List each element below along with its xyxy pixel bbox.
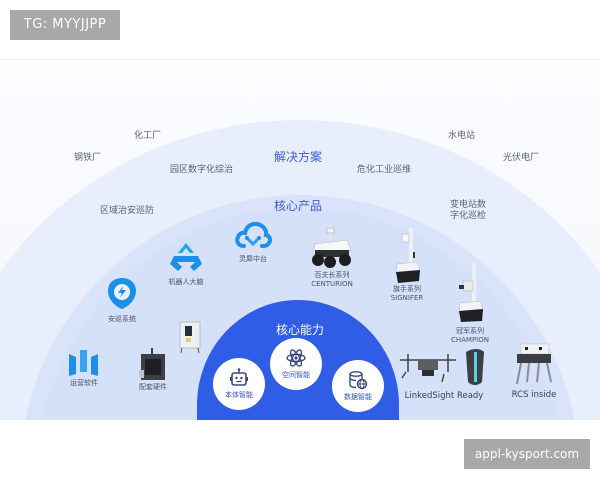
- product-robot-brain: 机器人大脑: [163, 240, 209, 287]
- product-label-en: CHAMPION: [450, 336, 489, 344]
- mast-robot-icon: [395, 228, 421, 283]
- product-label: RCS inside: [511, 390, 557, 400]
- solution-substation-line2: 字化巡检: [450, 211, 487, 221]
- product-label: 运营软件: [70, 379, 98, 387]
- product-ops-software: 运营软件: [62, 348, 106, 388]
- solution-hydropower: 水电站: [448, 131, 476, 141]
- capability-spatial-intelligence: 空间智能: [270, 338, 322, 390]
- atom-icon: [286, 349, 306, 367]
- cloud-icon: [235, 221, 272, 248]
- product-rcs-dog: RCS inside: [504, 342, 564, 400]
- brain-knot-icon: [170, 243, 202, 271]
- product-linkedsight: LinkedSight Ready: [396, 348, 492, 401]
- solution-steel-plant: 钢铁厂: [74, 153, 102, 163]
- product-security-system: 安巡系统: [98, 276, 146, 324]
- product-label: 安巡系统: [108, 315, 136, 323]
- product-centurion: 百夫长系列 CENTURION: [304, 226, 360, 289]
- product-champion: 冠军系列 CHAMPION: [444, 263, 496, 345]
- solution-solar-plant: 光伏电厂: [503, 153, 540, 163]
- product-label: 配套硬件: [139, 383, 167, 391]
- product-label: 灵犀中台: [239, 255, 267, 263]
- product-label: 冠军系列: [456, 327, 484, 335]
- capability-label: 数据智能: [344, 393, 372, 401]
- capability-label: 空间智能: [282, 371, 310, 379]
- product-label: 机器人大脑: [168, 278, 204, 286]
- capability-data-intelligence: 数据智能: [332, 360, 384, 412]
- product-label-en: CENTURION: [311, 280, 353, 288]
- watermark-bottom: appl-kysport.com: [464, 439, 590, 469]
- database-globe-icon: [349, 371, 368, 390]
- product-hardware: 配套硬件: [130, 348, 176, 392]
- capability-label: 本体智能: [225, 391, 253, 399]
- shield-bolt-icon: [108, 278, 136, 309]
- product-label-en: SIGNIFER: [390, 294, 424, 302]
- hardware-box-icon: [139, 348, 165, 380]
- solution-park-governance: 园区数字化综治: [170, 165, 234, 175]
- robot-dog-icon: [516, 343, 552, 385]
- solution-substation-line1: 变电站数: [450, 200, 487, 210]
- watermark-top: TG: MYYJJPP: [10, 10, 120, 40]
- capability-body-intelligence: 本体智能: [213, 358, 265, 410]
- robot-face-icon: [230, 368, 248, 386]
- solution-chemical-plant: 化工厂: [134, 131, 162, 141]
- wheeled-robot-icon: [312, 226, 352, 268]
- products-title: 核心产品: [274, 199, 323, 213]
- cabinet-icon: [179, 321, 201, 354]
- product-signifer: 旗手系列 SIGNIFER: [384, 228, 430, 303]
- solutions-title: 解决方案: [274, 150, 323, 164]
- bars-icon: [69, 350, 98, 376]
- product-label: 旗手系列: [393, 285, 421, 293]
- arm-robot-icon: [458, 263, 484, 322]
- product-lingxi-platform: 灵犀中台: [230, 220, 276, 264]
- drone-icon: [400, 349, 484, 385]
- product-label: 百夫长系列: [314, 271, 350, 279]
- solution-diagram: 解决方案 化工厂 钢铁厂 园区数字化综治 区域治安巡防 水电站 光伏电厂 危化工…: [0, 59, 600, 420]
- solution-regional-patrol: 区域治安巡防: [100, 206, 155, 216]
- solution-hazchem-inspection: 危化工业巡维: [357, 165, 412, 175]
- product-cabinet: [176, 320, 204, 354]
- capabilities-title: 核心能力: [276, 323, 325, 337]
- product-label: LinkedSight Ready: [404, 391, 484, 401]
